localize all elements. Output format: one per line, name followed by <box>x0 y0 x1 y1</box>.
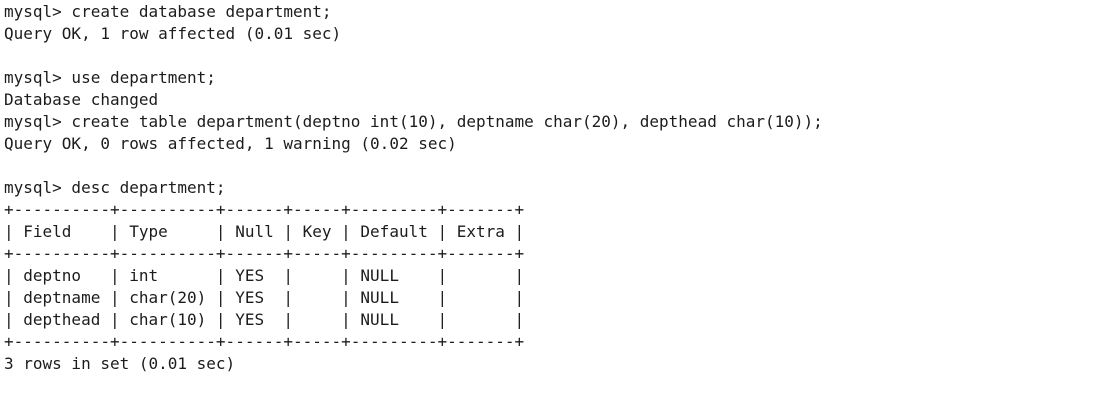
terminal-line-status: Database changed <box>4 90 159 109</box>
terminal-line-rowcount: 3 rows in set (0.01 sec) <box>4 354 236 373</box>
terminal-line-status: Query OK, 1 row affected (0.01 sec) <box>4 24 342 43</box>
terminal-line-status: Query OK, 0 rows affected, 1 warning (0.… <box>4 134 457 153</box>
terminal-line-command: mysql> desc department; <box>4 178 226 197</box>
desc-table-border-top: +----------+----------+------+-----+----… <box>4 200 525 219</box>
desc-table-border-mid: +----------+----------+------+-----+----… <box>4 244 525 263</box>
terminal-line-blank <box>4 45 1104 67</box>
terminal-line-command: mysql> create table department(deptno in… <box>4 112 823 131</box>
desc-table-row: | deptno | int | YES | | NULL | | <box>4 266 525 285</box>
desc-table-border-bottom: +----------+----------+------+-----+----… <box>4 332 525 351</box>
desc-table-row: | deptname | char(20) | YES | | NULL | | <box>4 288 525 307</box>
terminal-line-command: mysql> create database department; <box>4 2 332 21</box>
desc-table-header-row: | Field | Type | Null | Key | Default | … <box>4 222 525 241</box>
terminal-line-blank <box>4 155 1104 177</box>
terminal-line-command: mysql> use department; <box>4 68 216 87</box>
desc-table-row: | depthead | char(10) | YES | | NULL | | <box>4 310 525 329</box>
